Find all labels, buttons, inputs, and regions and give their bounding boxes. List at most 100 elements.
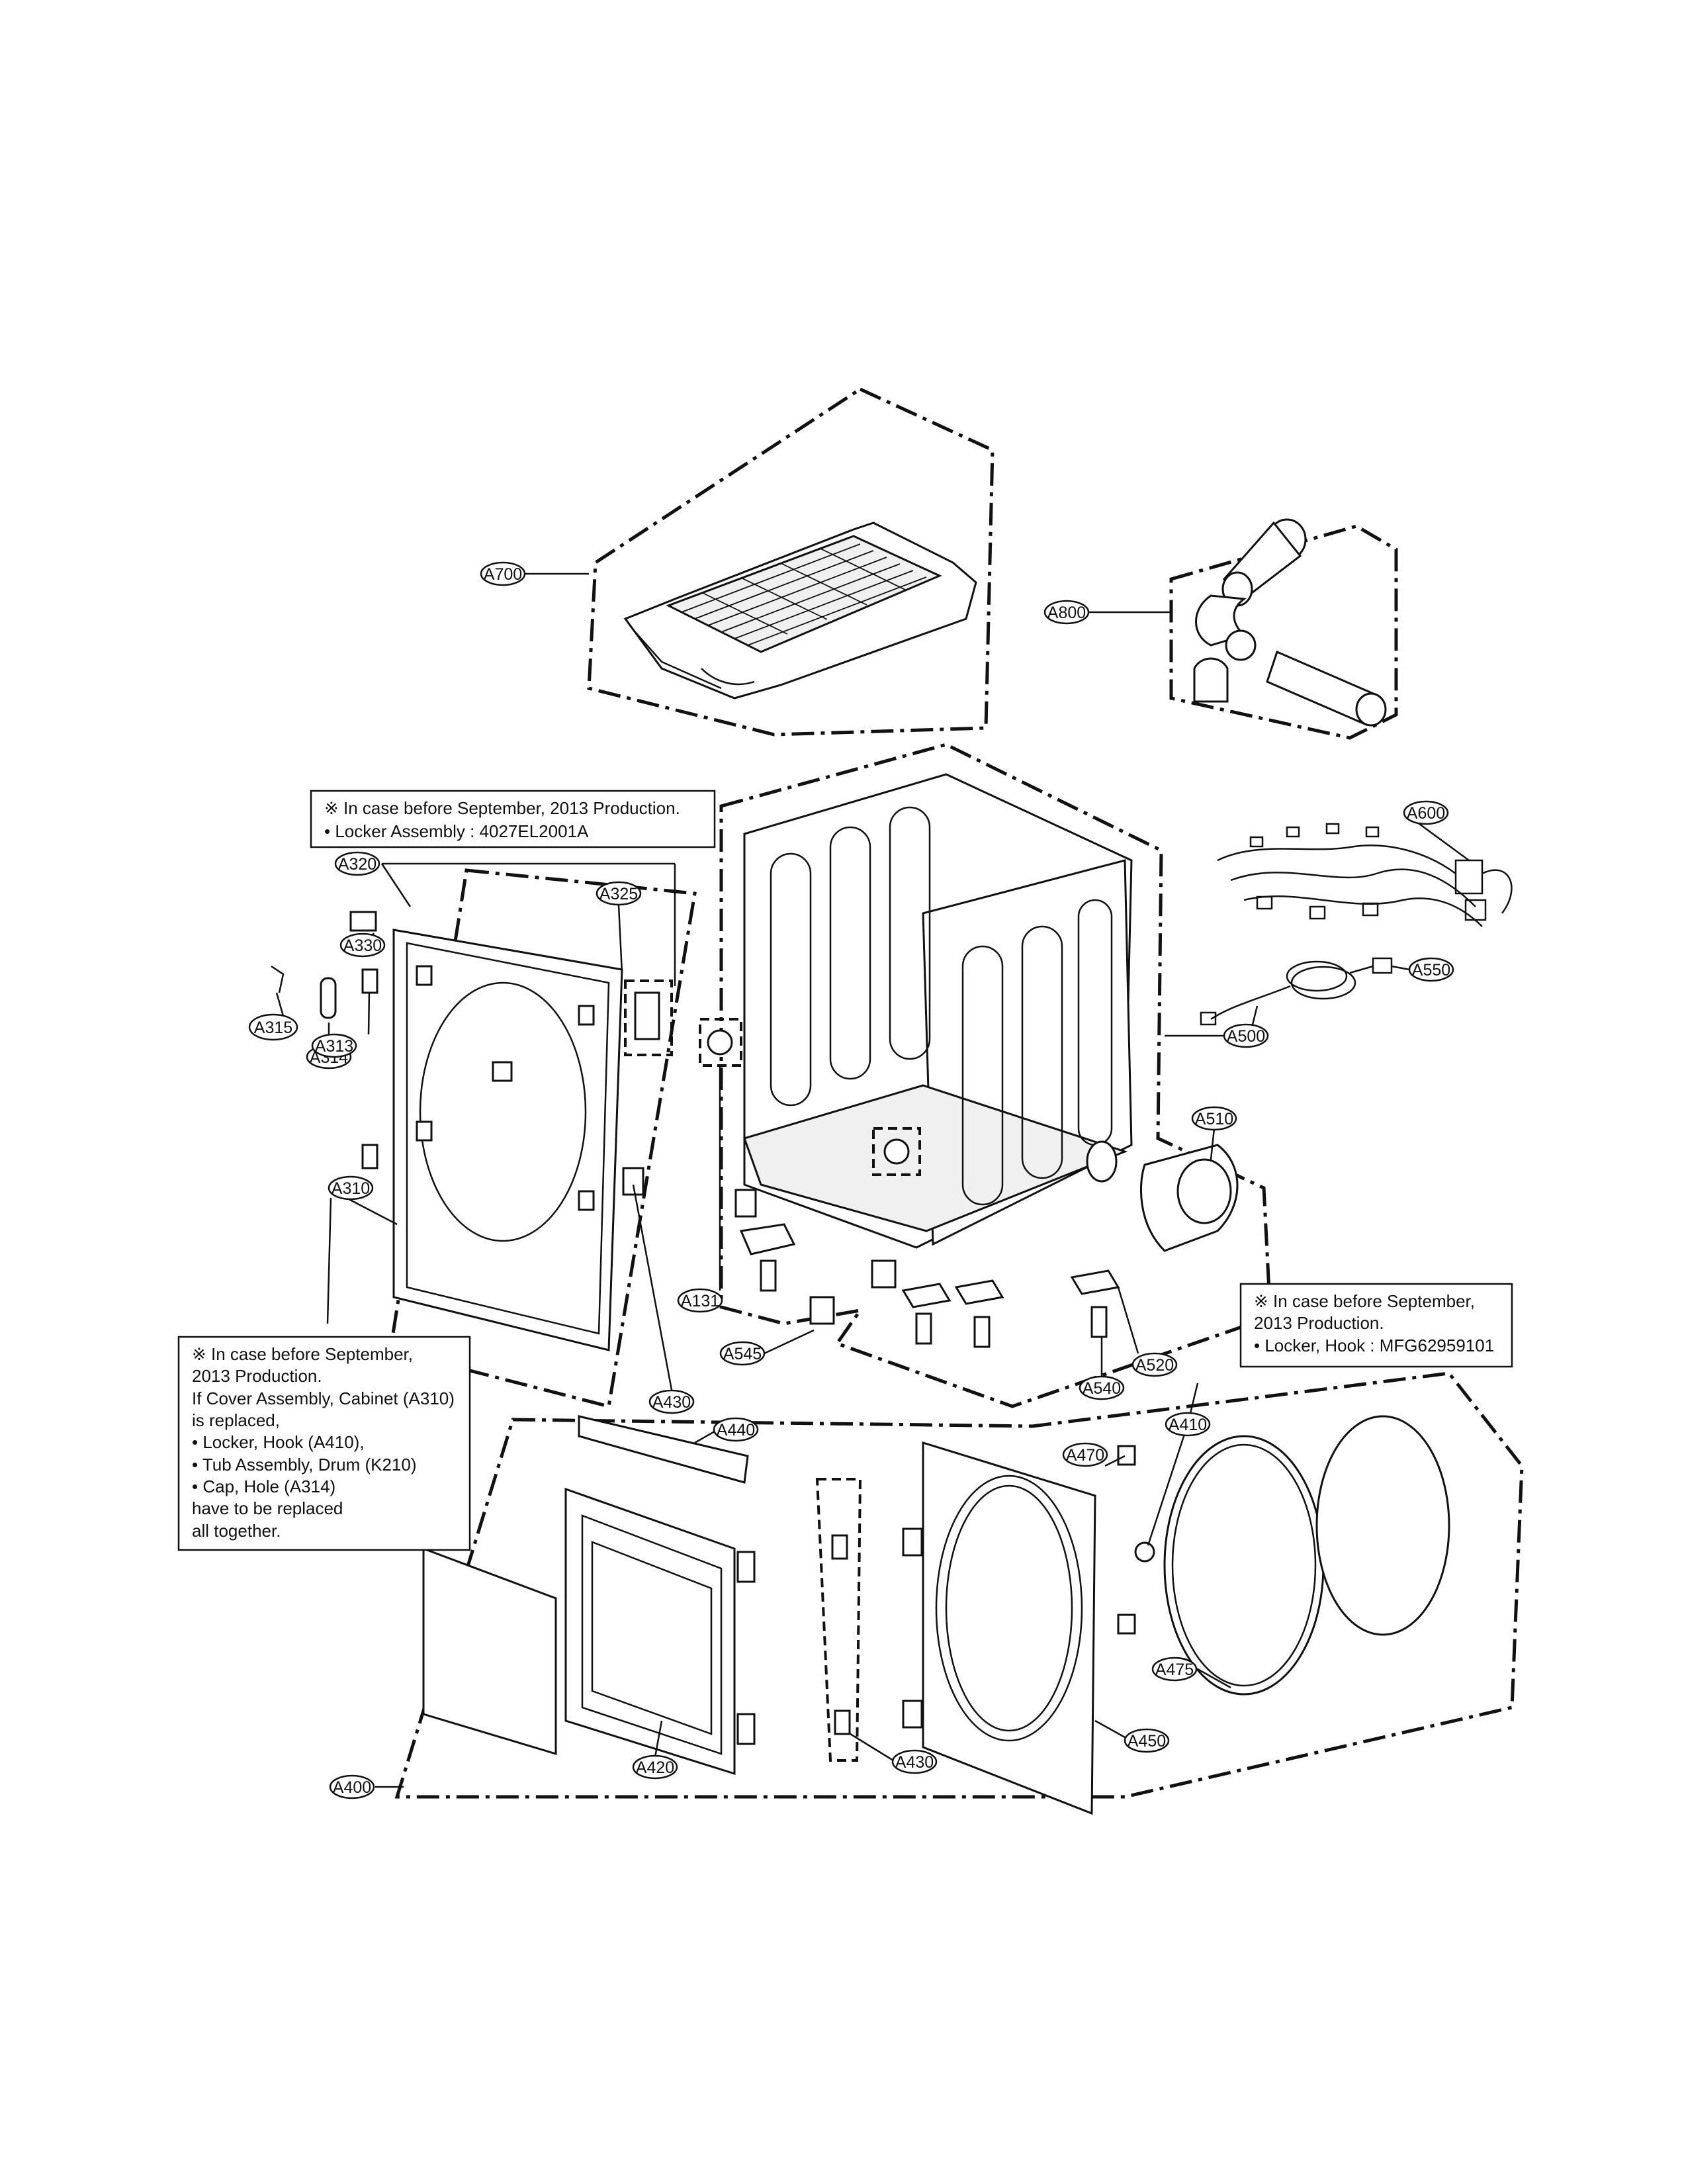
callout-a540: A540 [1079, 1375, 1125, 1400]
inner-glass-part [1315, 1415, 1450, 1636]
svg-text:A470: A470 [1066, 1446, 1104, 1465]
a330-part [349, 911, 377, 932]
svg-text:A475: A475 [1155, 1661, 1194, 1679]
a313-hinge-upper [361, 968, 378, 994]
svg-text:If Cover Assembly, Cabinet (A3: If Cover Assembly, Cabinet (A310) [192, 1388, 455, 1408]
svg-text:A540: A540 [1083, 1379, 1121, 1398]
power-cord-part [1200, 957, 1393, 1033]
callout-a510: A510 [1191, 1106, 1237, 1131]
a314-cap-part [320, 977, 337, 1019]
callout-a440: A440 [713, 1417, 759, 1442]
a131-part [707, 1029, 733, 1056]
exhaust-duct-part [1139, 1144, 1239, 1252]
callout-a410: A410 [1165, 1412, 1211, 1437]
svg-text:※ In case before September,: ※ In case before September, [192, 1344, 413, 1364]
svg-text:A600: A600 [1407, 804, 1445, 823]
callout-a330: A330 [339, 933, 386, 958]
callout-a313: A313 [311, 1033, 357, 1058]
svg-text:all together.: all together. [192, 1521, 281, 1541]
svg-text:A131: A131 [681, 1292, 719, 1310]
callout-a420: A420 [632, 1754, 678, 1780]
callout-a131: A131 [677, 1288, 723, 1313]
callout-a800: A800 [1043, 600, 1090, 625]
svg-text:is replaced,: is replaced, [192, 1410, 280, 1430]
a325-part [634, 991, 660, 1040]
callout-a310: A310 [328, 1175, 374, 1201]
callout-a550: A550 [1408, 957, 1454, 982]
svg-text:2013 Production.: 2013 Production. [192, 1366, 322, 1386]
door-hinge-lower [736, 1713, 756, 1745]
callout-a545: A545 [719, 1341, 766, 1366]
svg-text:A550: A550 [1412, 961, 1450, 979]
svg-text:A700: A700 [484, 565, 522, 584]
svg-text:A430: A430 [652, 1393, 691, 1412]
a313-hinge-lower [361, 1144, 378, 1169]
svg-text:A510: A510 [1195, 1110, 1233, 1128]
svg-text:※ In case before September, 20: ※ In case before September, 2013 Product… [324, 798, 680, 818]
a315-screw-part [271, 965, 285, 993]
door-frame-a420-part [564, 1487, 736, 1776]
leader-lines [275, 572, 1470, 1788]
note-cover-assembly: ※ In case before September, 2013 Product… [177, 1336, 471, 1551]
svg-text:A330: A330 [343, 936, 382, 955]
svg-text:A420: A420 [636, 1758, 674, 1777]
svg-text:• Locker Assembly : 4027EL2001: • Locker Assembly : 4027EL2001A [324, 821, 589, 841]
group-boundary-duct [1169, 524, 1398, 740]
door-gasket-a475-part [1163, 1435, 1325, 1696]
svg-text:A310: A310 [332, 1179, 370, 1198]
duct-assembly-part [1193, 518, 1387, 727]
callout-a700: A700 [480, 561, 526, 586]
a410-locker-hook-part [1134, 1541, 1155, 1563]
svg-text:※ In case before September,: ※ In case before September, [1254, 1291, 1475, 1311]
callout-a520: A520 [1131, 1352, 1178, 1377]
callout-a315: A315 [248, 1013, 298, 1041]
svg-text:A450: A450 [1128, 1732, 1166, 1751]
callout-a430-upper: A430 [648, 1389, 695, 1414]
svg-text:• Locker, Hook : MFG62959101: • Locker, Hook : MFG62959101 [1254, 1336, 1494, 1355]
a430-lower-part-top [831, 1534, 848, 1560]
group-boundary-top-plate [587, 387, 995, 737]
svg-text:A520: A520 [1135, 1356, 1174, 1375]
svg-text:A313: A313 [315, 1037, 353, 1056]
a430-detail-box [815, 1478, 862, 1762]
svg-text:A400: A400 [333, 1778, 371, 1797]
svg-text:A800: A800 [1047, 604, 1086, 622]
wire-harness-part [1217, 823, 1513, 927]
inner-door-a450-part [902, 1441, 1096, 1815]
svg-text:A320: A320 [338, 855, 376, 874]
svg-text:• Tub Assembly, Drum (K210): • Tub Assembly, Drum (K210) [192, 1455, 417, 1475]
callout-a450: A450 [1124, 1728, 1170, 1753]
callout-a400: A400 [329, 1774, 375, 1799]
svg-text:A430: A430 [895, 1753, 934, 1772]
svg-text:• Locker, Hook (A410),: • Locker, Hook (A410), [192, 1432, 365, 1452]
cover-assembly-cabinet-part [392, 929, 623, 1351]
leveling-legs [734, 1189, 1120, 1348]
cabinet-part [743, 773, 1133, 1249]
callout-a320: A320 [334, 851, 380, 876]
svg-text:A545: A545 [723, 1345, 762, 1363]
svg-text:2013 Production.: 2013 Production. [1254, 1313, 1384, 1333]
svg-text:A410: A410 [1169, 1416, 1207, 1434]
svg-text:A315: A315 [254, 1019, 292, 1037]
svg-text:have to be replaced: have to be replaced [192, 1498, 343, 1518]
group-boundary-door-assembly [394, 1371, 1524, 1799]
door-hinge-upper [736, 1551, 756, 1583]
callout-a470: A470 [1062, 1442, 1108, 1467]
callout-a325: A325 [596, 881, 642, 906]
svg-text:• Cap, Hole (A314): • Cap, Hole (A314) [192, 1477, 335, 1496]
a470-part [1117, 1445, 1136, 1466]
svg-text:A325: A325 [599, 885, 638, 903]
top-plate-part [623, 522, 977, 700]
a325-detail-box [624, 979, 673, 1056]
svg-text:A440: A440 [717, 1421, 755, 1439]
door-handle-a440-part [578, 1415, 749, 1484]
note-locker-hook: ※ In case before September, 2013 Product… [1239, 1283, 1513, 1368]
callout-a430-lower: A430 [891, 1749, 938, 1774]
callout-a500: A500 [1223, 1023, 1269, 1048]
svg-text:A500: A500 [1227, 1027, 1265, 1046]
a430-lower-part-bottom [834, 1709, 851, 1735]
door-glass-cover-part [422, 1547, 557, 1756]
a430-upper-part [622, 1167, 644, 1196]
a470-lower-part [1117, 1614, 1136, 1635]
